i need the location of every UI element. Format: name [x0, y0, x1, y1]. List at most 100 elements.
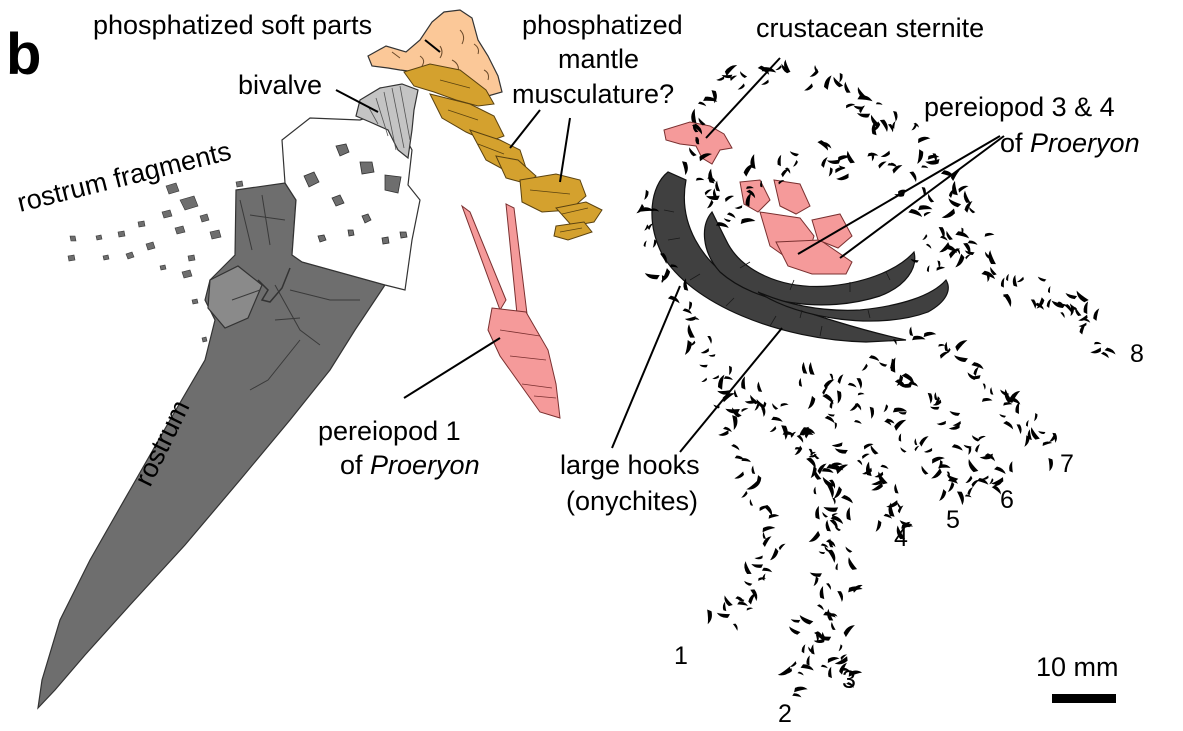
leader-mantle-2 [560, 118, 570, 182]
arm-hooklet [708, 352, 715, 357]
arm-hooklet [792, 692, 802, 701]
arm-hooklet [1030, 426, 1040, 440]
arm-hooklet [774, 65, 782, 71]
arm-hooklet [823, 378, 837, 389]
arm-hooklet [745, 481, 759, 491]
arm-hooklet [881, 404, 889, 413]
pereiopod-3-4 [740, 180, 852, 274]
arm-hooklet [799, 611, 814, 626]
arm-hooklet [926, 265, 932, 272]
arm-hooklet [964, 190, 971, 202]
arm-hooklet [848, 556, 858, 570]
arm-hooklet [841, 493, 854, 506]
arm-hooklet [762, 566, 773, 576]
arm-hooklet [858, 392, 865, 397]
arm-hooklet [912, 334, 926, 345]
arm-hooklet [683, 307, 693, 317]
arm-hooklet [1014, 402, 1024, 415]
arm-hooklet [860, 364, 869, 372]
arm-hooklet [1043, 441, 1053, 447]
arm-hooklet [856, 378, 862, 389]
arm-hooklet [982, 397, 993, 405]
arm-hooklet [716, 608, 730, 620]
arm-hooklet [825, 167, 834, 177]
arm-hooklet [754, 554, 762, 559]
arm-hooklet [816, 462, 829, 474]
arm-hooklet [827, 550, 835, 564]
arm-hooklet [826, 583, 831, 591]
arm-hooklet [894, 484, 900, 494]
arm-hooklet [966, 486, 975, 495]
arm-hooklet [747, 607, 753, 611]
arm-hooklet [862, 453, 871, 459]
arm-hooklet [880, 119, 888, 132]
arm-hooklet [801, 362, 809, 374]
arm-hooklet [778, 543, 787, 550]
arm-hooklet [886, 500, 898, 508]
arm-hooklet [856, 108, 870, 120]
arm-hooklet [733, 471, 744, 479]
arm-hooklet [699, 361, 708, 368]
arm-hooklet [918, 136, 930, 143]
leader-sternite [706, 58, 780, 138]
arm-hooklet [735, 205, 743, 210]
arm-hooklet [832, 422, 838, 429]
arm-hooklet [791, 160, 799, 167]
arm-hooklet [893, 406, 908, 417]
arm-hooklet [751, 465, 757, 474]
arm-hooklet [827, 666, 836, 678]
arm-hooklet [965, 446, 973, 455]
leader-hooks-b [680, 328, 782, 452]
arm-hooklet [727, 211, 736, 221]
arm-hooklet [880, 151, 890, 158]
label-sternite: crustacean sternite [756, 13, 984, 43]
arm-hooklet [1016, 277, 1024, 283]
arm-hooklet [739, 69, 747, 78]
arm-hooklet [688, 146, 696, 157]
label-pereiopod34-of: of [1000, 128, 1030, 158]
arm-hooklet [779, 425, 789, 440]
arm-hooklet [836, 374, 846, 384]
arm-hooklet [790, 616, 800, 624]
pereiopod-1 [462, 204, 560, 418]
arm-hooklet [687, 324, 695, 338]
panel-letter: b [6, 22, 41, 87]
arm-hooklet [818, 549, 825, 555]
arm-hooklet [810, 576, 820, 586]
label-mantle-line1: phosphatized [522, 10, 683, 40]
arm-hooklet [757, 381, 764, 391]
arm-hooklet [789, 148, 799, 157]
arm-hooklet [1060, 312, 1065, 319]
arm-hooklet [803, 83, 814, 91]
arm-hooklet [742, 163, 758, 177]
arm-hooklet [739, 491, 748, 499]
arm-hooklet [878, 161, 888, 169]
arm-hooklet [844, 82, 850, 93]
arm-hooklet [854, 419, 862, 427]
arm-hooklet [810, 644, 818, 654]
arm-hooklet [965, 254, 972, 259]
arm-hooklet [826, 485, 834, 498]
arm-hooklet [724, 64, 740, 76]
arm-hooklet [822, 74, 837, 89]
arm-hooklet [680, 340, 694, 356]
leader-pereiopod34-a [798, 136, 1000, 254]
arm-hooklet [814, 65, 818, 72]
arm-hooklet [845, 545, 853, 554]
arm-hooklet [776, 154, 786, 166]
arm-hooklet [935, 489, 948, 502]
arm-number-1: 1 [674, 642, 688, 670]
arm-hooklet [797, 671, 804, 678]
arm-hooklet [741, 217, 756, 227]
arm-hooklet [698, 100, 707, 109]
arm-hooklet [1091, 308, 1103, 321]
arm-hooklet [1031, 299, 1036, 308]
arm-number-2: 2 [778, 700, 792, 728]
arm-hooklet [835, 167, 845, 173]
arm-hooklet [751, 560, 763, 570]
arm-hooklet [696, 177, 705, 184]
label-mantle-line3: musculature? [512, 79, 674, 109]
label-pereiopod1-of: of [340, 450, 370, 480]
label-pereiopod1-line1: pereiopod 1 [318, 416, 461, 446]
arm-hooklet [700, 348, 709, 354]
